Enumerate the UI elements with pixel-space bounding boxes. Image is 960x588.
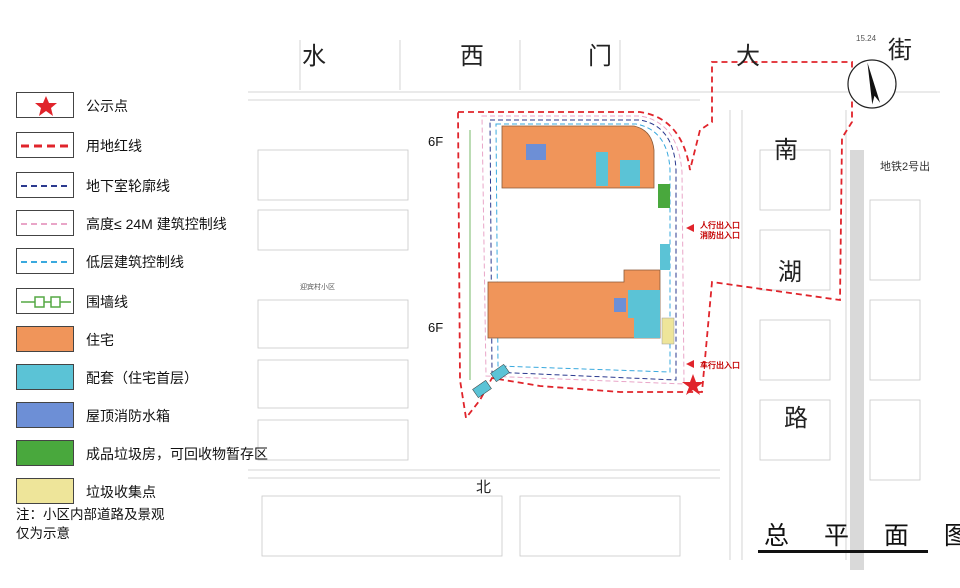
garbage-room-2 <box>660 244 670 270</box>
legend-item-water-tank: 屋顶消防水箱 <box>16 402 266 428</box>
water-tank-swatch <box>16 402 74 428</box>
legend-label: 围墙线 <box>86 294 128 310</box>
garbage-room-swatch <box>16 440 74 466</box>
north-supporting <box>596 152 608 186</box>
low-rise-line-icon <box>16 248 74 274</box>
basement-line-icon <box>16 172 74 198</box>
legend-item-residential: 住宅 <box>16 326 266 352</box>
legend-label: 住宅 <box>86 332 114 348</box>
red-line-boundary <box>457 61 853 421</box>
north-label: 北 <box>476 479 492 496</box>
context-linework <box>248 40 940 560</box>
neighborhood-label: 迎宾村小区 <box>300 284 335 291</box>
metro-line <box>850 150 864 570</box>
sw-block-1 <box>472 379 492 399</box>
legend-label: 公示点 <box>86 98 128 114</box>
legend-item-height-24: 高度≤ 24M 建筑控制线 <box>16 210 266 236</box>
legend-label: 地下室轮廓线 <box>86 178 170 194</box>
legend-item-basement: 地下室轮廓线 <box>16 172 266 198</box>
metro-exit-label: 地铁2号出 <box>880 161 931 173</box>
title-underline <box>758 550 928 553</box>
vehicle-entry-arrow <box>686 360 694 368</box>
legend-label: 垃圾收集点 <box>86 484 156 500</box>
legend-item-wall: 围墙线 <box>16 288 266 314</box>
red-line-icon <box>16 132 74 158</box>
road-east-char-2: 湖 <box>778 259 802 286</box>
road-north-char-3: 门 <box>588 43 612 70</box>
fire-entry-label: 消防出入口 <box>700 231 740 240</box>
sw-block-2 <box>490 363 510 383</box>
legend-note: 注：小区内部道路及景观 仅为示意 <box>16 505 165 543</box>
south-water-tank <box>614 298 626 312</box>
legend-item-collection: 垃圾收集点 <box>16 478 266 504</box>
compass <box>847 59 897 109</box>
road-north-char-5: 街 <box>888 37 912 64</box>
collection-point <box>661 317 675 345</box>
legend-label: 配套（住宅首层） <box>86 370 198 386</box>
wall-line-icon <box>16 288 74 314</box>
legend-item-supporting: 配套（住宅首层） <box>16 364 266 390</box>
collection-swatch <box>16 478 74 504</box>
legend-label: 屋顶消防水箱 <box>86 408 170 424</box>
north-water-tank <box>526 144 546 160</box>
road-east-char-3: 路 <box>784 405 808 432</box>
basement-outline <box>489 119 677 381</box>
legend-note-line-2: 仅为示意 <box>16 526 70 541</box>
legend-item-public-point: 公示点 <box>16 92 266 118</box>
legend-label: 用地红线 <box>86 138 142 154</box>
legend-note-line-1: 注：小区内部道路及景观 <box>16 507 165 522</box>
compass-value: 15.24 <box>856 34 877 43</box>
ped-entry-arrow <box>686 224 694 232</box>
public-point-star <box>682 374 704 395</box>
road-north-char-4: 大 <box>736 43 760 70</box>
legend-label: 成品垃圾房，可回收物暂存区 <box>86 446 268 462</box>
height-control-line-icon <box>16 210 74 236</box>
road-north-char-2: 西 <box>460 43 484 70</box>
star-icon <box>16 92 74 118</box>
supporting-swatch <box>16 364 74 390</box>
legend-item-low-rise: 低层建筑控制线 <box>16 248 266 274</box>
floor-label-north: 6F <box>428 134 444 149</box>
height-24-control-line <box>481 115 685 385</box>
map-title: 总 平 面 图 <box>764 522 960 550</box>
road-east-char-1: 南 <box>774 137 798 164</box>
south-supporting <box>628 290 660 338</box>
vehicle-entry-label: 车行出入口 <box>700 361 740 370</box>
legend-label: 高度≤ 24M 建筑控制线 <box>86 216 227 232</box>
residential-swatch <box>16 326 74 352</box>
north-residential-building <box>501 125 655 189</box>
legend-item-garbage-room: 成品垃圾房，可回收物暂存区 <box>16 440 268 466</box>
legend-label: 低层建筑控制线 <box>86 254 184 270</box>
floor-label-south: 6F <box>428 320 444 335</box>
legend-item-red-line: 用地红线 <box>16 132 266 158</box>
garbage-room <box>658 184 670 208</box>
north-supporting-2 <box>620 160 640 186</box>
ped-entry-label: 人行出入口 <box>700 221 740 230</box>
road-north-char-1: 水 <box>302 43 326 70</box>
map-title-block: 总 平 面 图 <box>758 514 960 554</box>
